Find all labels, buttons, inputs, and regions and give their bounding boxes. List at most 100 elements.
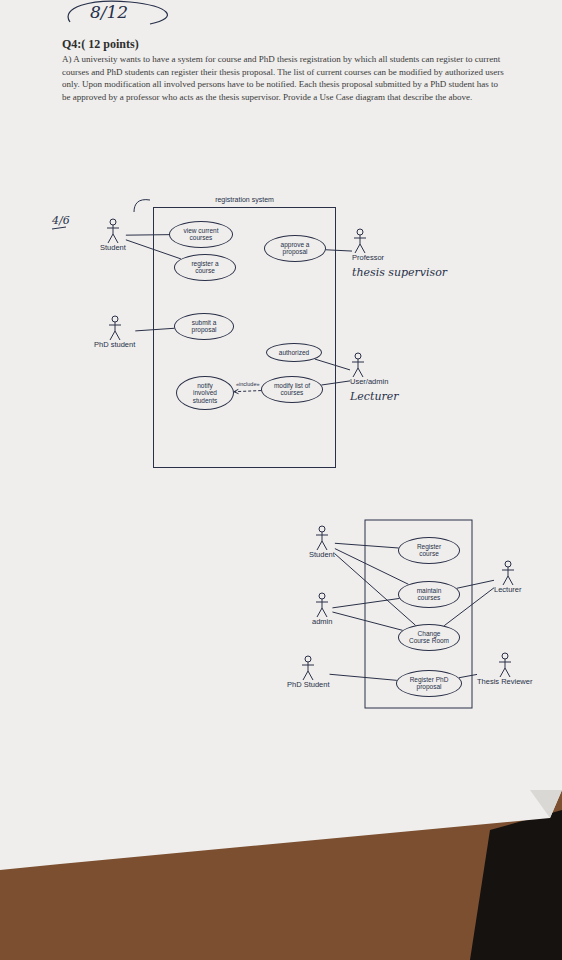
actor-head <box>502 653 508 659</box>
association-line <box>126 234 169 236</box>
connector <box>126 234 169 236</box>
actor-arms <box>352 362 364 363</box>
actor-head <box>355 353 361 359</box>
actor-figure <box>314 592 330 618</box>
actor-name: Lecturer <box>494 586 522 595</box>
actor-head <box>319 593 325 599</box>
actor-leg <box>503 576 508 585</box>
actor-head <box>319 526 325 532</box>
actor-leg <box>303 671 308 680</box>
association-line <box>335 554 416 626</box>
use-case-name: submit a proposal <box>184 319 224 334</box>
actor: Student <box>309 525 335 560</box>
actor-note: thesis supervisor <box>352 266 447 279</box>
connector <box>335 543 399 548</box>
actor: PhD Student <box>287 655 330 690</box>
system-boundary <box>365 520 472 708</box>
bracket-mark <box>134 200 150 212</box>
actor: admin <box>312 592 332 627</box>
actor-name: Thesis Reviewer <box>477 678 532 687</box>
actor-body <box>507 567 508 576</box>
actor-leg <box>322 608 327 617</box>
actor-arms <box>302 665 314 666</box>
association-line <box>330 674 397 680</box>
actor-name: PhD student <box>94 341 135 350</box>
actor-leg <box>110 331 115 340</box>
connector <box>335 549 409 585</box>
use-case: submit a proposal <box>174 313 234 340</box>
dark-corner <box>470 810 562 960</box>
actor-head <box>112 316 118 322</box>
connector <box>444 588 494 626</box>
actor-name: PhD Student <box>287 681 330 690</box>
arrow-head <box>234 389 239 393</box>
actor-leg <box>358 368 363 377</box>
system-boundary: registration systemview current coursesr… <box>153 207 336 468</box>
actor: Thesis Reviewer <box>477 652 532 687</box>
actor-leg <box>308 671 313 680</box>
actor-head <box>305 656 311 662</box>
actor-body <box>504 659 505 668</box>
association-line <box>332 598 399 607</box>
use-case: Change Course Room <box>398 624 460 651</box>
use-case: maintain courses <box>398 581 460 608</box>
actor-name: Student <box>309 551 335 560</box>
use-case: register a course <box>174 254 236 281</box>
actor-arms <box>499 662 511 663</box>
actor-figure <box>107 315 123 341</box>
actor-arms <box>109 325 121 326</box>
association-line <box>332 612 402 630</box>
connector <box>135 328 174 331</box>
use-case-name: Register PhD proposal <box>406 676 452 691</box>
actor-leg <box>500 668 505 677</box>
association-line <box>326 250 352 251</box>
score-circle <box>68 1 167 24</box>
paper-sheet <box>0 0 562 870</box>
paper-fold <box>530 790 562 818</box>
score-mark: 8/12 <box>90 4 128 21</box>
question-text: A) A university wants to have a system f… <box>62 53 507 103</box>
actor-leg <box>113 234 118 243</box>
actor-leg <box>115 331 120 340</box>
use-case-name: authorized <box>276 349 312 356</box>
use-case-name: Change Course Room <box>408 630 450 645</box>
actor-arms <box>316 535 328 536</box>
actor-body <box>322 599 323 608</box>
actor-arms <box>502 570 514 571</box>
actor-leg <box>353 368 358 377</box>
use-case: view current courses <box>169 221 233 248</box>
actor-figure <box>105 218 121 244</box>
actor-leg <box>355 244 360 253</box>
actor-body <box>321 532 322 541</box>
connector <box>332 598 399 607</box>
use-case-name: view current courses <box>179 227 223 242</box>
actor-figure <box>350 352 366 378</box>
use-case: Register course <box>398 537 460 564</box>
use-case: authorized <box>266 343 322 362</box>
actor-name: admin <box>312 618 332 627</box>
actor-note: Lecturer <box>350 390 399 403</box>
actor-body <box>358 359 359 368</box>
use-case: notify involved students <box>176 376 234 410</box>
actor: Professor thesis supervisor <box>352 228 447 279</box>
actor-leg <box>322 541 327 550</box>
actor-leg <box>360 244 365 253</box>
fraction-bar <box>52 227 66 229</box>
actor-body <box>112 225 113 234</box>
actor-name: Professor <box>352 254 384 263</box>
actor-arms <box>107 228 119 229</box>
association-line <box>457 580 494 588</box>
association-line <box>135 328 174 331</box>
edge-label: «include» <box>235 382 261 388</box>
use-case: Register PhD proposal <box>396 670 462 697</box>
actor-head <box>357 229 363 235</box>
system-name: registration system <box>154 196 335 203</box>
question-title: Q4:( 12 points) <box>62 37 139 51</box>
actor-arms <box>316 602 328 603</box>
use-case-name: modify list of courses <box>271 382 313 397</box>
actor-arms <box>354 238 366 239</box>
